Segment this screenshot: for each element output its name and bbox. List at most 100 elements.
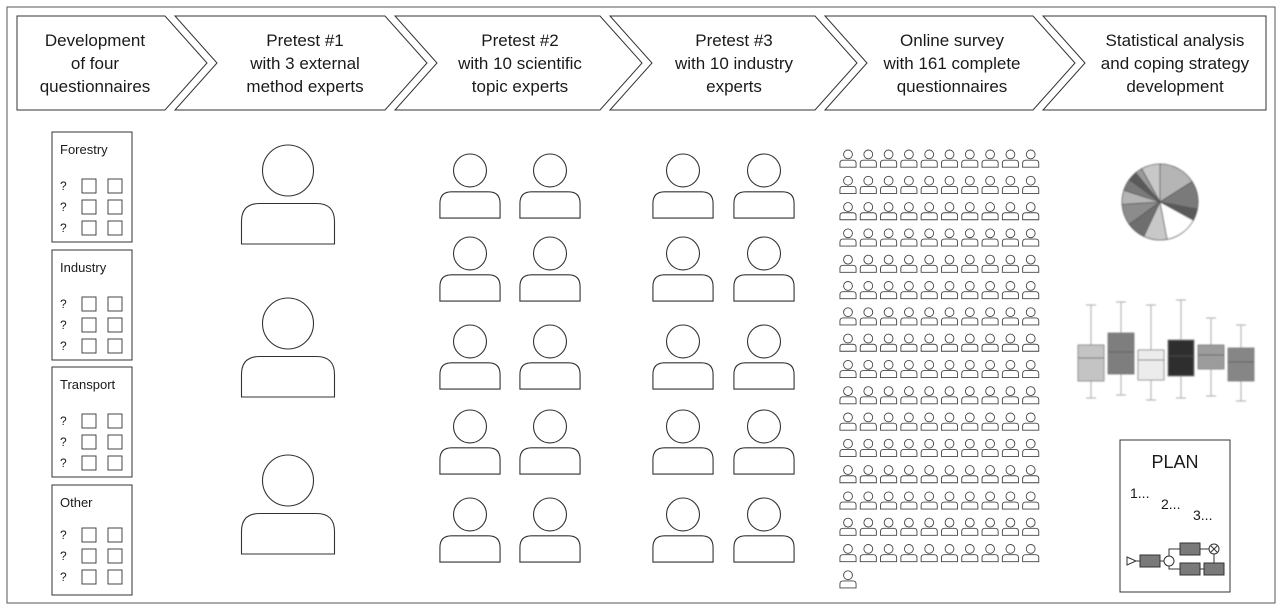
respondent-icon bbox=[859, 438, 877, 457]
respondent-icon bbox=[940, 149, 959, 168]
expert-icon bbox=[733, 324, 795, 390]
respondent-icon bbox=[900, 281, 918, 300]
stage-development-line1: Development bbox=[45, 31, 145, 50]
expert-icon bbox=[240, 297, 336, 398]
respondent-icon bbox=[1022, 175, 1040, 194]
respondent-icon bbox=[920, 254, 938, 273]
question-mark: ? bbox=[60, 318, 67, 332]
plan-step-3: 3... bbox=[1193, 507, 1212, 523]
respondent-icon bbox=[981, 307, 999, 326]
respondent-icon bbox=[859, 465, 877, 484]
expert-icon bbox=[519, 153, 581, 219]
checkbox bbox=[81, 220, 97, 236]
respondent-icon bbox=[900, 307, 918, 326]
respondent-icon bbox=[1022, 149, 1040, 168]
questionnaire-transport-title: Transport bbox=[60, 377, 116, 392]
respondent-icon bbox=[900, 359, 918, 379]
expert-icon bbox=[519, 497, 581, 563]
respondent-icon bbox=[1022, 307, 1040, 326]
respondent-icon bbox=[961, 359, 979, 379]
respondent-icon bbox=[940, 175, 959, 194]
respondent-icon bbox=[1022, 465, 1040, 484]
respondent-icon bbox=[920, 465, 938, 484]
respondent-icon bbox=[940, 491, 959, 510]
respondent-icon bbox=[1001, 254, 1019, 273]
checkbox bbox=[81, 455, 97, 471]
checkbox bbox=[107, 569, 123, 585]
expert-icon bbox=[439, 236, 501, 302]
checkbox bbox=[107, 527, 123, 543]
process-flow-icon bbox=[1126, 542, 1225, 576]
stage-pretest3: Pretest #3 with 10 industry experts bbox=[608, 15, 858, 111]
stage-statistical-analysis-line3: development bbox=[1126, 77, 1224, 96]
respondent-icon bbox=[1022, 254, 1040, 273]
respondent-icon bbox=[859, 386, 877, 405]
respondent-icon bbox=[1022, 491, 1040, 510]
stage-banner: Development of four questionnaires Prete… bbox=[16, 15, 1267, 111]
respondent-icon bbox=[961, 465, 979, 484]
stage-pretest2-line3: topic experts bbox=[472, 77, 568, 96]
respondent-icon bbox=[900, 517, 918, 536]
respondent-icon bbox=[981, 491, 999, 510]
respondent-icon bbox=[981, 412, 999, 431]
respondent-icon bbox=[1001, 412, 1019, 431]
respondent-icon bbox=[981, 438, 999, 457]
respondent-icon bbox=[940, 544, 959, 563]
stage-pretest3-arrow bbox=[608, 15, 858, 111]
respondent-icon bbox=[859, 175, 877, 194]
respondent-icon bbox=[940, 228, 959, 247]
respondent-icon bbox=[1001, 544, 1019, 563]
stage-pretest2-line2: with 10 scientific bbox=[457, 54, 582, 73]
respondent-icon bbox=[900, 386, 918, 405]
respondent-icon bbox=[839, 149, 857, 168]
question-mark: ? bbox=[60, 549, 67, 563]
respondent-icon bbox=[981, 386, 999, 405]
respondent-icon bbox=[880, 517, 898, 536]
respondent-icon bbox=[859, 412, 877, 431]
respondent-icon bbox=[981, 202, 999, 221]
respondent-icon bbox=[961, 386, 979, 405]
respondent-icon bbox=[1022, 228, 1040, 247]
respondent-icon bbox=[859, 307, 877, 326]
respondent-icon bbox=[859, 544, 877, 563]
respondent-icon bbox=[1001, 333, 1019, 352]
respondent-icon bbox=[1001, 359, 1019, 379]
expert-icon bbox=[733, 497, 795, 563]
respondent-icon bbox=[880, 386, 898, 405]
checkbox bbox=[107, 548, 123, 564]
checkbox bbox=[107, 317, 123, 333]
boxplot-box bbox=[1107, 332, 1135, 375]
respondent-icon bbox=[981, 228, 999, 247]
respondent-icon bbox=[859, 254, 877, 273]
respondent-icon bbox=[1022, 281, 1040, 300]
question-mark: ? bbox=[60, 339, 67, 353]
respondent-icon bbox=[920, 438, 938, 457]
stage-pretest2: Pretest #2 with 10 scientific topic expe… bbox=[393, 15, 643, 111]
respondent-icon bbox=[1001, 202, 1019, 221]
checkbox bbox=[81, 413, 97, 429]
respondent-icon bbox=[880, 438, 898, 457]
questionnaire-forestry-title: Forestry bbox=[60, 142, 108, 157]
respondent-icon bbox=[839, 359, 857, 379]
stage-statistical-analysis-line2: and coping strategy bbox=[1101, 54, 1250, 73]
stage-pretest3-line2: with 10 industry bbox=[674, 54, 794, 73]
respondent-icon bbox=[920, 175, 938, 194]
expert-icon bbox=[652, 236, 714, 302]
expert-icon bbox=[733, 409, 795, 475]
respondent-icon bbox=[961, 438, 979, 457]
respondent-icon bbox=[839, 491, 857, 510]
respondent-icon bbox=[1001, 281, 1019, 300]
expert-icon bbox=[439, 409, 501, 475]
survey-respondents bbox=[839, 149, 1040, 589]
stage-pretest2-arrow bbox=[393, 15, 643, 111]
checkbox bbox=[81, 317, 97, 333]
respondent-icon bbox=[920, 228, 938, 247]
respondent-icon bbox=[961, 412, 979, 431]
respondent-icon bbox=[1001, 465, 1019, 484]
respondent-icon bbox=[880, 228, 898, 247]
boxplot-box bbox=[1197, 344, 1225, 370]
plan-step-1: 1... bbox=[1130, 485, 1149, 501]
respondent-icon bbox=[940, 517, 959, 536]
respondent-icon bbox=[900, 544, 918, 563]
